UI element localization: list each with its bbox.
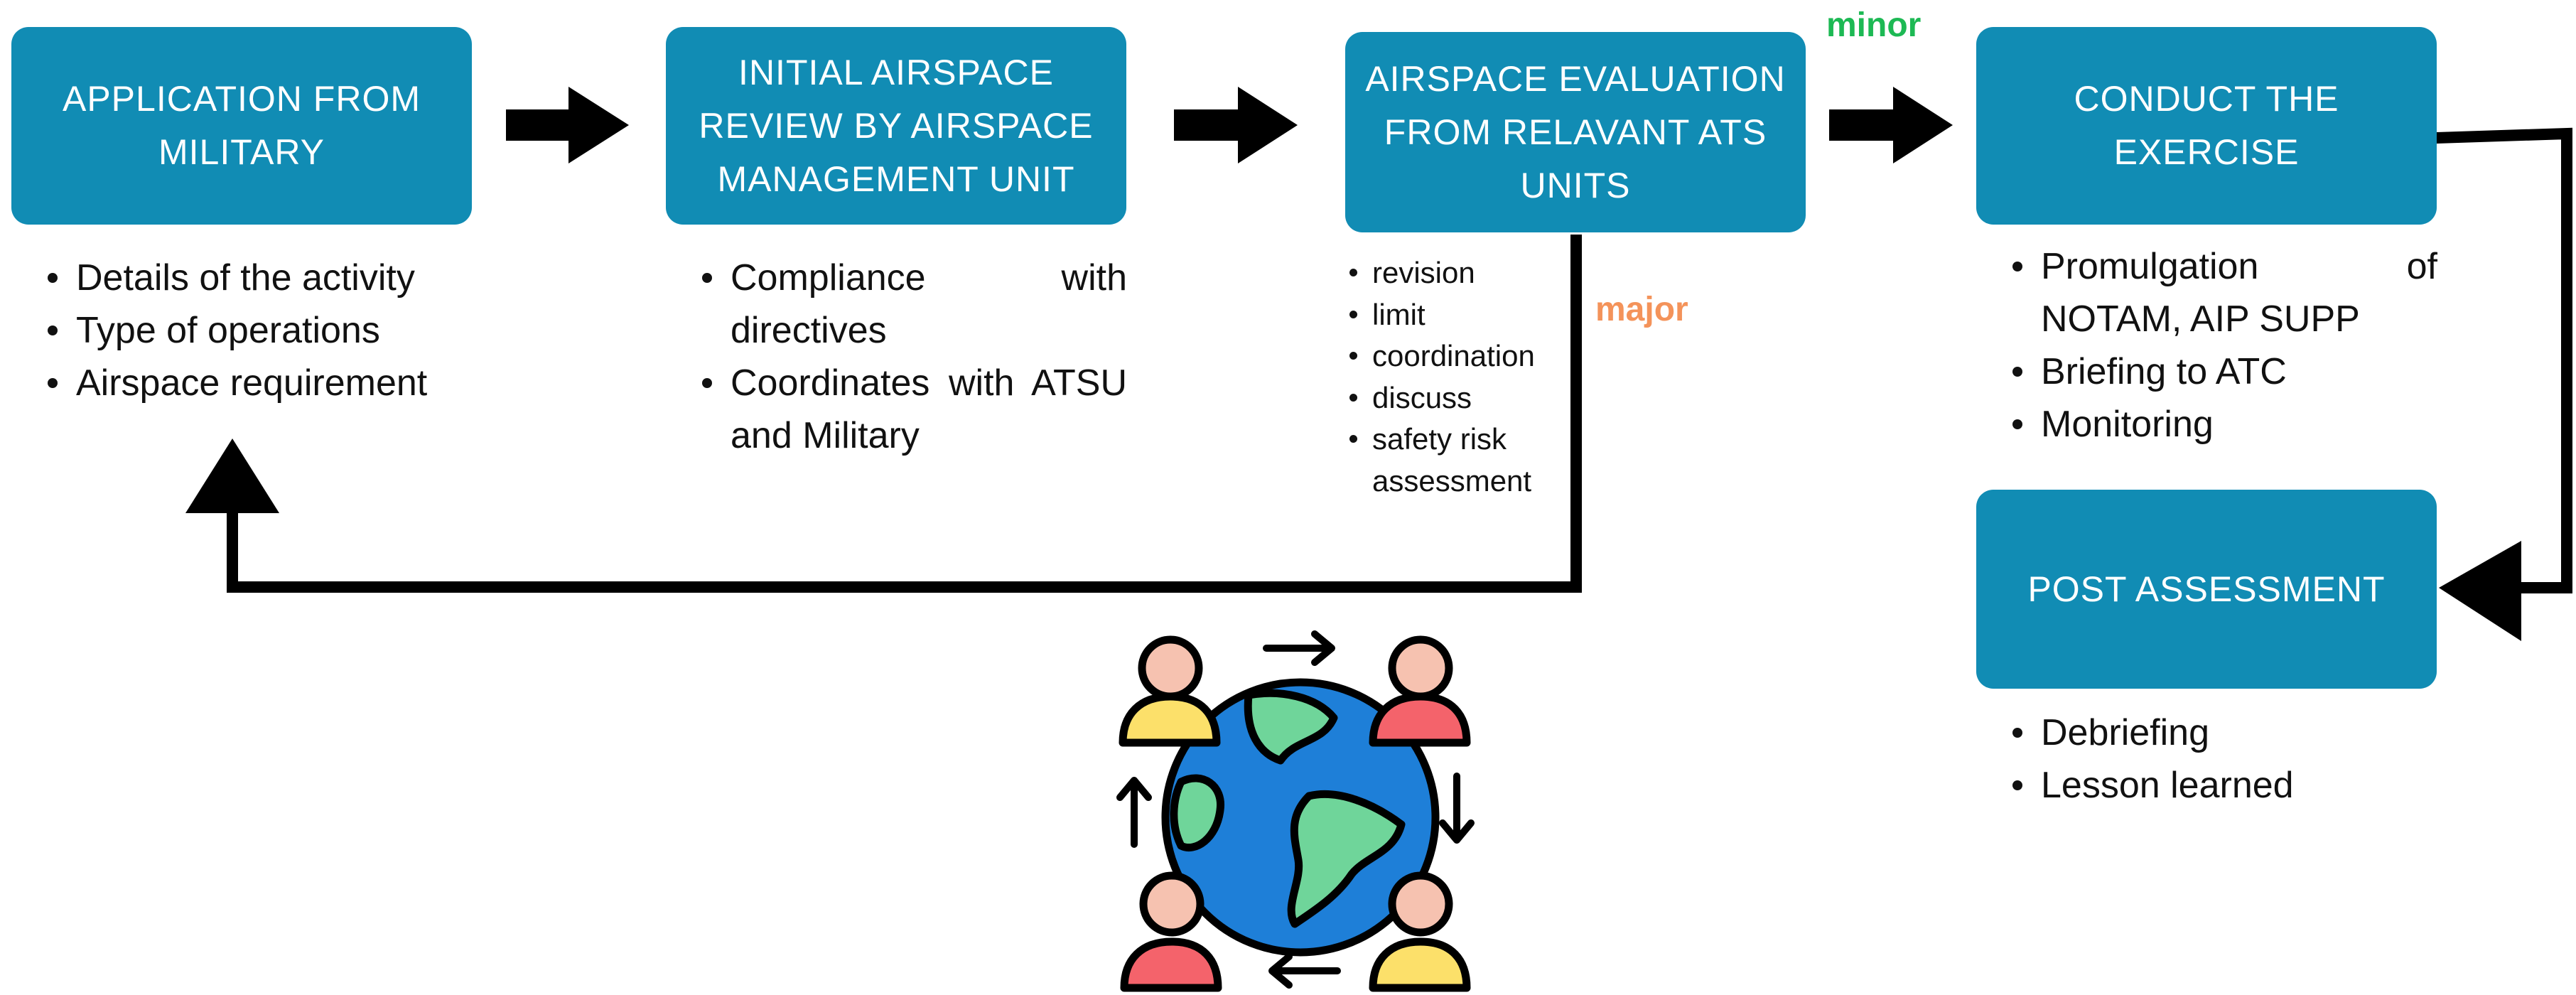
box-line: CONDUCT THE EXERCISE [2074,79,2339,172]
application-bullets: Details of the activity Type of operatio… [38,252,492,409]
list-item: safety risk assessment [1345,419,1573,502]
left-arrow-icon [2439,541,2521,641]
box-line: MANAGEMENT UNIT [717,158,1075,199]
box-line: APPLICATION FROM [62,79,421,119]
right-arrow-icon [1829,87,1953,163]
airspace-evaluation-box: AIRSPACE EVALUATION FROM RELAVANT ATS UN… [1345,32,1806,232]
box-line: AIRSPACE EVALUATION [1365,58,1786,99]
evaluation-bullets: revision limit coordination discuss safe… [1345,252,1573,502]
conduct-bullets: Promulgation of NOTAM, AIP SUPP Briefing… [2003,240,2437,451]
major-label: major [1595,291,1688,328]
up-arrow-icon [185,439,279,513]
list-item: coordination [1345,335,1573,377]
list-item: Airspace requirement [38,357,492,409]
list-item: Compliance with directives [692,252,1127,357]
major-feedback-line [227,235,1582,593]
application-from-military-box: APPLICATION FROM MILITARY [11,27,472,225]
box-line: INITIAL AIRSPACE [738,52,1054,92]
minor-label: minor [1826,6,1922,44]
minor-flow-line [2435,127,2572,593]
list-item: discuss [1345,377,1573,419]
list-item: limit [1345,294,1573,336]
box-line: REVIEW BY AIRSPACE [699,105,1094,146]
initial-review-bullets: Compliance with directives Coordinates w… [692,252,1127,462]
list-item: Debriefing [2003,706,2437,759]
list-item: Type of operations [38,304,492,357]
list-item: Lesson learned [2003,759,2437,812]
box-line: UNITS [1520,165,1631,205]
list-item: revision [1345,252,1573,294]
box-line: FROM RELAVANT ATS [1384,112,1767,152]
right-arrow-icon [1174,87,1298,163]
conduct-the-exercise-box: CONDUCT THE EXERCISE [1976,27,2437,225]
list-item: Briefing to ATC [2003,345,2437,398]
list-item: Coordinates with ATSU and Military [692,357,1127,462]
box-line: MILITARY [158,132,325,172]
list-item: Monitoring [2003,398,2437,451]
globe-people-icon [1116,630,1475,992]
list-item: Promulgation of NOTAM, AIP SUPP [2003,240,2437,345]
post-assessment-bullets: Debriefing Lesson learned [2003,706,2437,812]
right-arrow-icon [506,87,629,163]
initial-airspace-review-box: INITIAL AIRSPACE REVIEW BY AIRSPACE MANA… [666,27,1126,225]
box-line: POST ASSESSMENT [2027,569,2386,609]
list-item: Details of the activity [38,252,492,304]
post-assessment-box: POST ASSESSMENT [1976,490,2437,689]
